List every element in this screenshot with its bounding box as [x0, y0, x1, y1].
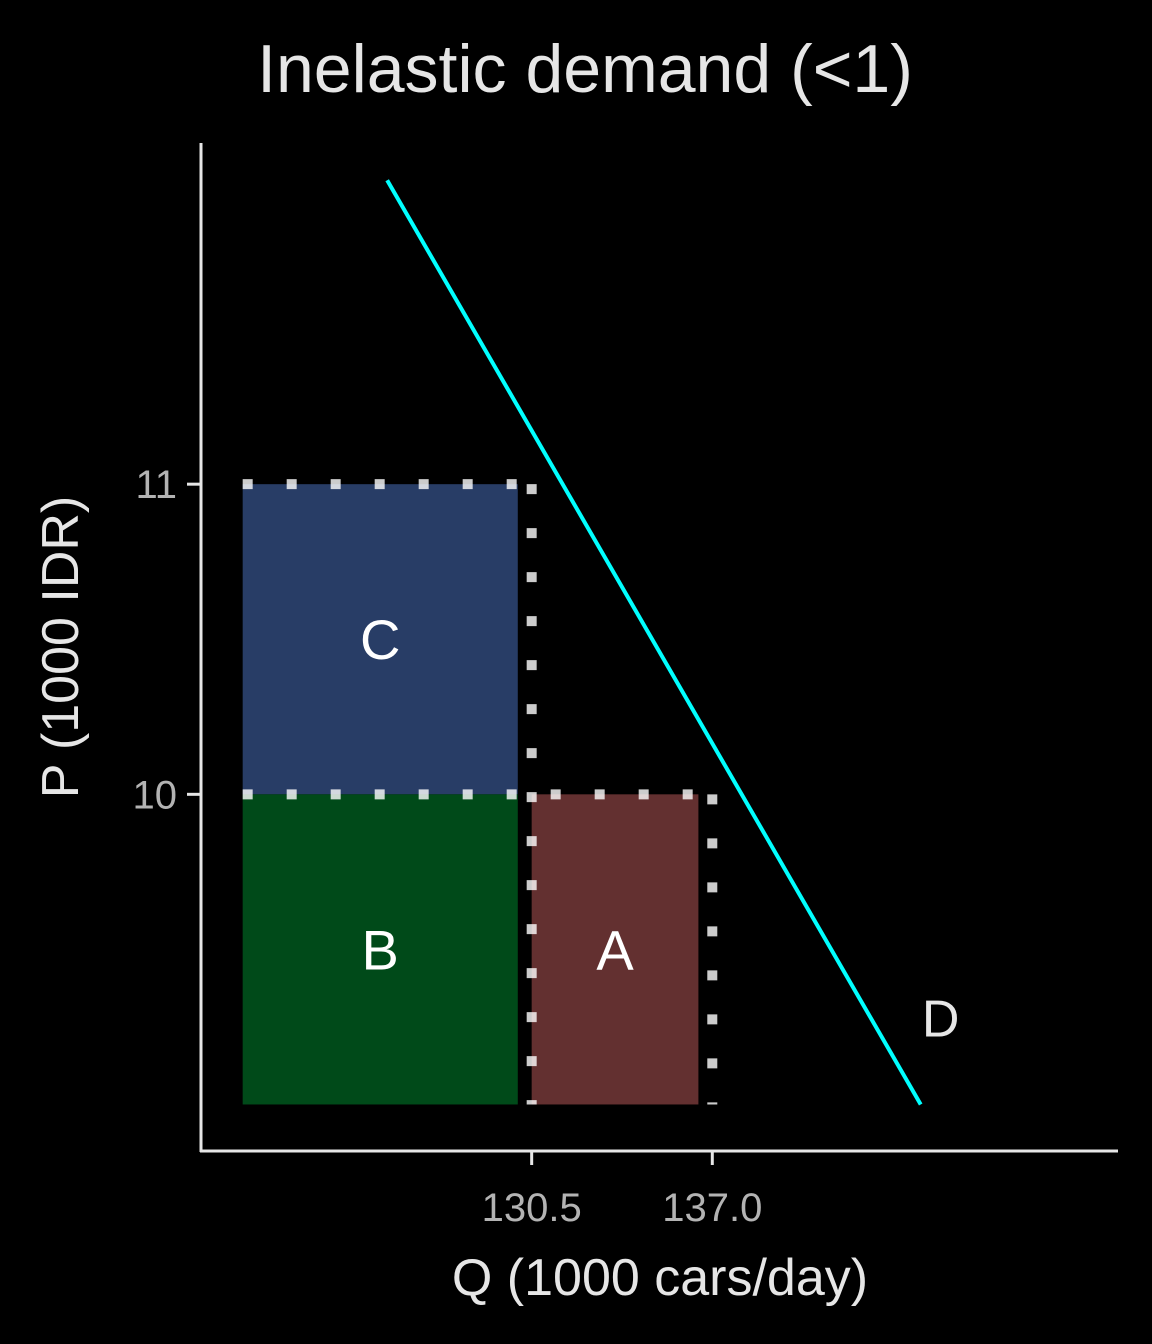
area-a-label: A — [596, 918, 634, 981]
plot-area: D C B A — [242, 179, 960, 1106]
x-tick-label: 137.0 — [662, 1186, 762, 1230]
x-tick-label: 130.5 — [482, 1186, 582, 1230]
y-tick-label: 11 — [135, 463, 177, 507]
y-axis-title: P (1000 IDR) — [32, 496, 90, 799]
area-a-rect — [531, 794, 699, 1105]
x-axis-title: Q (1000 cars/day) — [452, 1249, 868, 1307]
demand-curve — [385, 179, 923, 1106]
chart-title: Inelastic demand (<1) — [257, 31, 913, 107]
area-c-label: C — [360, 608, 400, 671]
y-tick-label: 10 — [133, 773, 178, 817]
area-b-label: B — [362, 918, 399, 981]
area-b-rect — [242, 794, 518, 1105]
area-c-rect — [242, 484, 518, 795]
demand-curve-label: D — [922, 990, 960, 1048]
axis-ticks: 130.5 137.0 10 11 — [133, 463, 763, 1230]
